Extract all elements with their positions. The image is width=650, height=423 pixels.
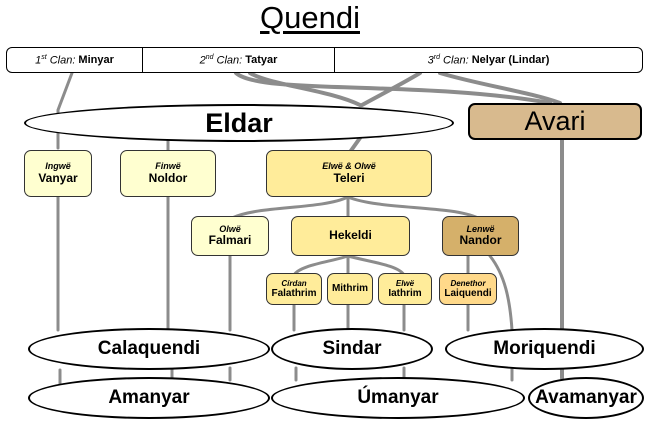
leader-label: Lenwë: [466, 223, 495, 234]
nandor-box: Lenwë Nandor: [442, 216, 519, 256]
line-minyar-vanyar: [56, 71, 74, 150]
line-eldar-teleri: [348, 136, 362, 154]
line-teleri-falmari: [230, 195, 350, 220]
line-teleri-nandor: [346, 195, 480, 220]
clan-label: 2nd Clan:: [199, 53, 243, 67]
kindred-label: Iathrim: [388, 287, 422, 299]
line-hekeldi-falathrim: [292, 254, 350, 277]
leader-label: Denethor: [450, 278, 486, 288]
sindar-ellipse: Sindar: [271, 328, 433, 370]
clan-name: Nelyar (Lindar): [471, 54, 550, 66]
line-tatyar-eldar: [248, 71, 362, 107]
mithrim-box: Mithrim: [327, 273, 373, 305]
clan-minyar: 1st Clan: Minyar: [7, 48, 143, 72]
moriquendi-ellipse: Moriquendi: [445, 328, 644, 370]
kindred-label: Noldor: [148, 170, 188, 185]
teleri-box: Elwë & Olwë Teleri: [266, 150, 432, 197]
avari-box: Avari: [468, 103, 642, 140]
page-title: Quendi: [260, 0, 360, 35]
line-nelyar-avari: [438, 71, 562, 105]
clan-nelyar: 3rd Clan: Nelyar (Lindar): [335, 48, 642, 72]
clan-name: Tatyar: [245, 54, 278, 66]
vanyar-box: Ingwë Vanyar: [24, 150, 92, 197]
clan-label: 1st Clan:: [35, 53, 76, 67]
kindred-label: Nandor: [459, 233, 502, 248]
leader-label: Elwë: [395, 278, 415, 288]
leader-label: Círdan: [281, 278, 307, 288]
kindred-label: Teleri: [333, 170, 365, 185]
clan-bar: 1st Clan: Minyar 2nd Clan: Tatyar 3rd Cl…: [6, 47, 643, 73]
line-nelyar-eldar: [360, 71, 422, 107]
kindred-label: Hekeldi: [329, 228, 372, 243]
iathrim-box: Elwë Iathrim: [378, 273, 432, 305]
kindred-label: Falmari: [208, 233, 252, 248]
clan-name: Minyar: [78, 54, 114, 66]
eldar-ellipse: Eldar: [24, 104, 454, 142]
kindred-label: Vanyar: [38, 170, 78, 185]
leader-label: Finwë: [155, 161, 181, 172]
clan-label: 3rd Clan:: [427, 53, 469, 67]
falathrim-box: Círdan Falathrim: [266, 273, 322, 305]
avamanyar-ellipse: Avamanyar: [528, 377, 644, 419]
umanyar-ellipse: Úmanyar: [271, 377, 525, 419]
kindred-label: Falathrim: [271, 287, 317, 299]
line-hekeldi-iathrim: [346, 254, 406, 277]
leader-label: Elwë & Olwë: [322, 161, 376, 172]
noldor-box: Finwë Noldor: [120, 150, 216, 197]
calaquendi-ellipse: Calaquendi: [28, 328, 270, 370]
hekeldi-box: Hekeldi: [291, 216, 410, 256]
amanyar-ellipse: Amanyar: [28, 377, 270, 419]
falmari-box: Olwë Falmari: [191, 216, 269, 256]
laiquendi-box: Denethor Laiquendi: [439, 273, 497, 305]
line-nandor-moriquendi: [488, 254, 514, 332]
kindred-label: Laiquendi: [444, 287, 492, 299]
leader-label: Olwë: [219, 223, 241, 234]
leader-label: Ingwë: [45, 161, 71, 172]
kindred-label: Mithrim: [331, 283, 369, 295]
clan-tatyar: 2nd Clan: Tatyar: [143, 48, 335, 72]
line-tatyar-avari: [234, 71, 552, 105]
